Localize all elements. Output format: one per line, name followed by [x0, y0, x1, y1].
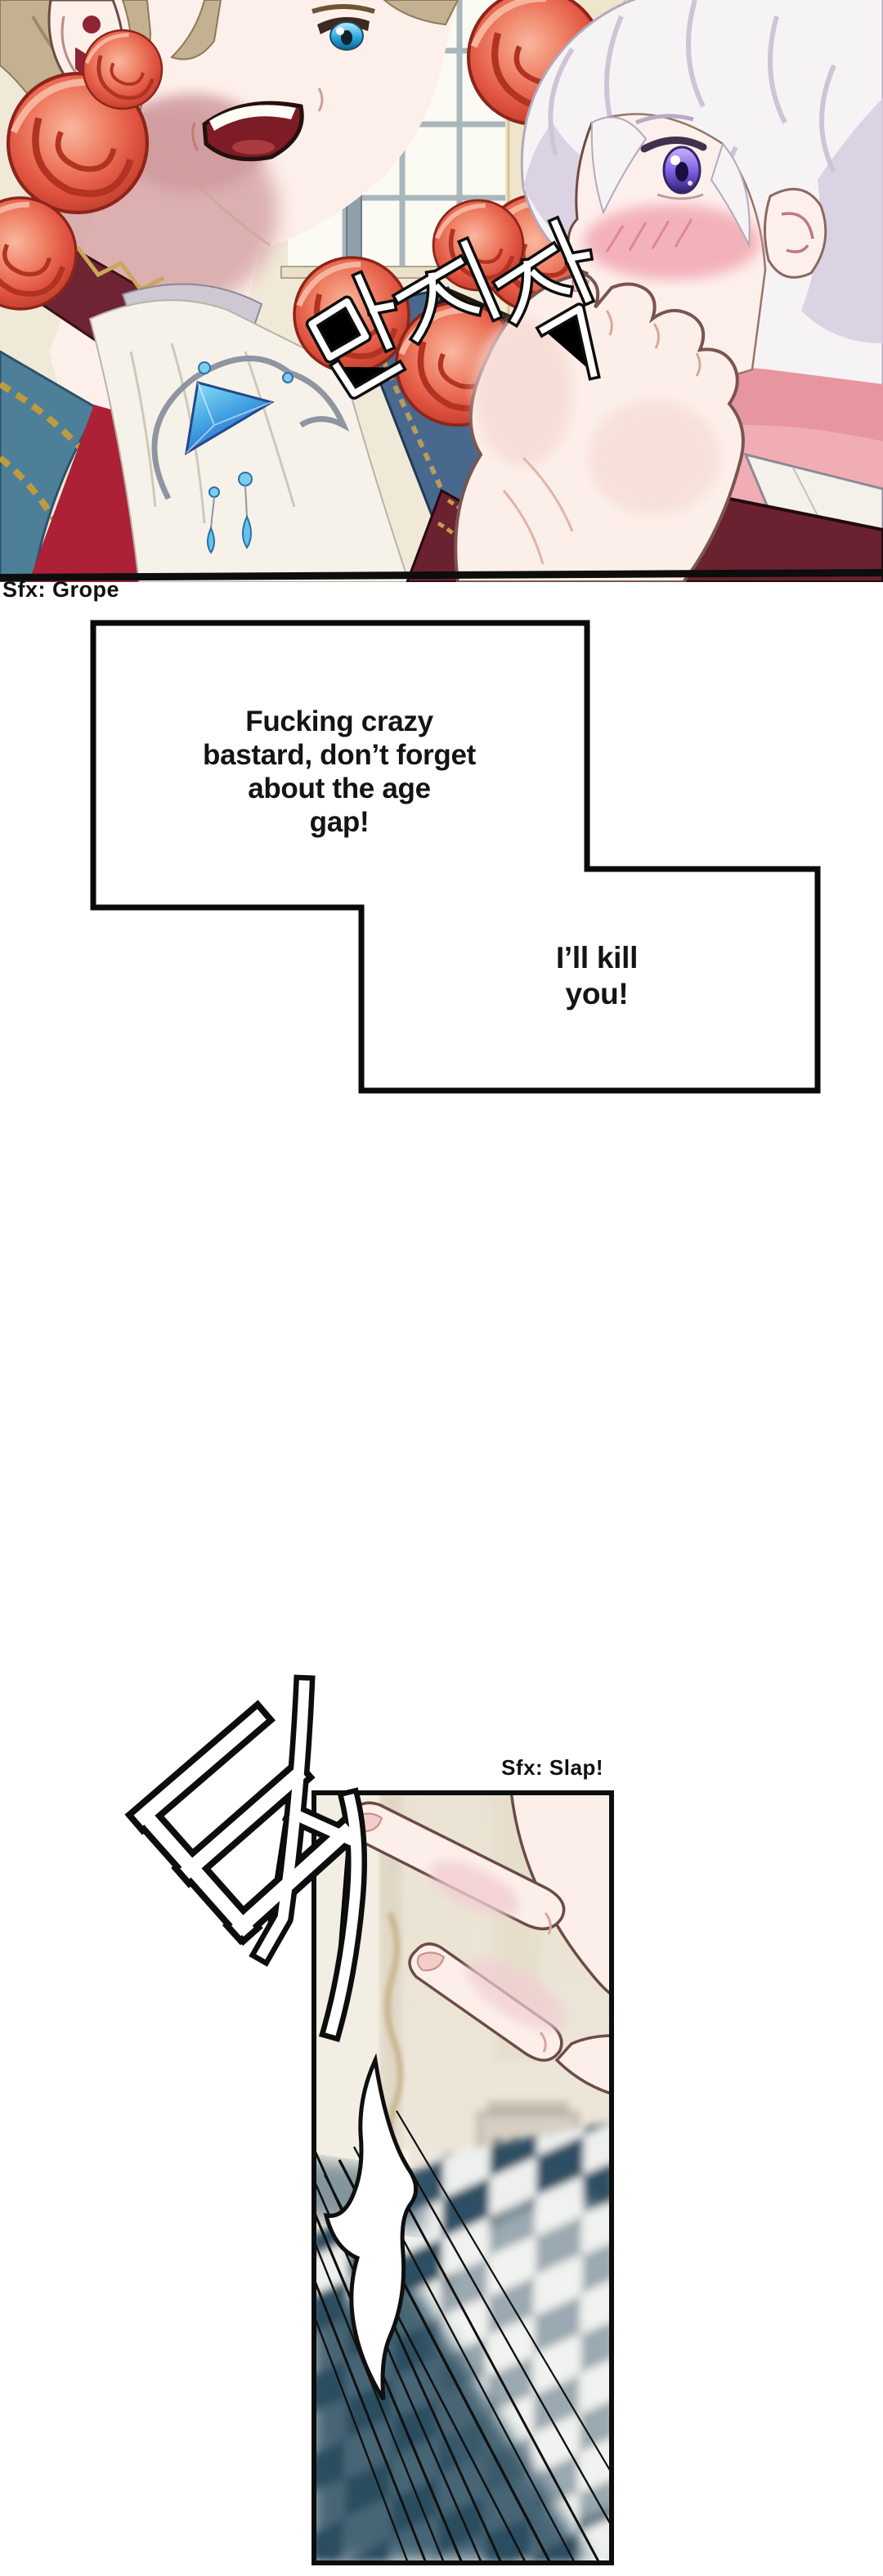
bubble1-line: Fucking crazy [245, 706, 433, 737]
speech-bubble-2: I’ll kill you! [435, 940, 759, 1012]
panel-top-art [0, 0, 883, 584]
bubble2-line: you! [565, 977, 629, 1010]
eyebrow [312, 4, 375, 14]
bubble2-line: I’ll kill [555, 941, 639, 974]
bubble1-line: gap! [309, 806, 370, 838]
sfx-grope-korean [303, 199, 627, 461]
impact-flash [323, 2053, 419, 2401]
sfx-caption-grope: Sfx: Grope [2, 577, 120, 602]
speech-bubble-group [90, 620, 821, 1094]
touching-hand [405, 272, 745, 584]
speech-bubble-shape [90, 620, 821, 1094]
panel-bottom-border [312, 1790, 614, 2565]
right-ear [763, 188, 827, 279]
bubble1-line: about the age [248, 773, 431, 804]
panel-top-border [0, 569, 883, 581]
speed-lines [310, 2110, 616, 2564]
bubble1-line: bastard, don’t forget [203, 739, 476, 771]
sfx-caption-slap: Sfx: Slap! [501, 1755, 603, 1780]
purple-eye [635, 114, 707, 200]
silver-brooch [151, 356, 350, 554]
cravat [88, 299, 410, 583]
smiling-mouth [191, 101, 304, 162]
sfx-tak [90, 1627, 433, 2093]
speech-bubble-1: Fucking crazy bastard, don’t forget abou… [114, 705, 564, 839]
blue-eye [317, 16, 370, 51]
panel-top [0, 0, 883, 584]
blush [584, 204, 760, 280]
